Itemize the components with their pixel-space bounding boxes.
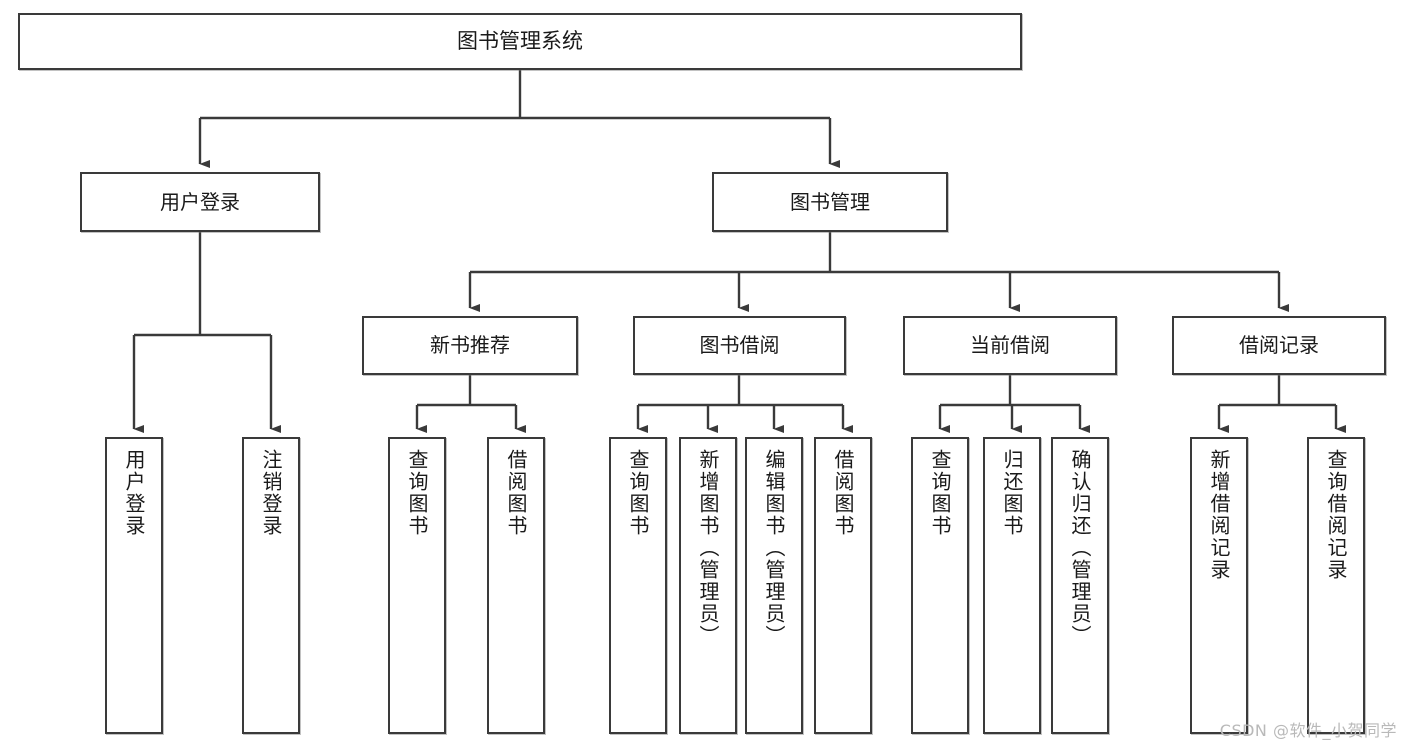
node-new-book-recommend[interactable]: 新书推荐 [362, 316, 578, 375]
node-label: 当前借阅 [970, 333, 1050, 358]
leaf-add-borrow-record[interactable]: 新增借阅记录 [1190, 437, 1248, 734]
node-label: 借阅图书 [504, 449, 528, 537]
node-user-login[interactable]: 用户登录 [80, 172, 320, 232]
leaf-edit-book-admin[interactable]: 编辑图书（管理员） [745, 437, 803, 734]
node-label: 用户登录 [160, 189, 240, 214]
node-label: 确认归还（管理员） [1068, 449, 1092, 647]
node-current-borrow[interactable]: 当前借阅 [903, 316, 1117, 375]
node-label: 图书管理 [790, 189, 870, 214]
node-label: 借阅记录 [1239, 333, 1319, 358]
node-label: 编辑图书（管理员） [762, 449, 786, 647]
node-label: 新书推荐 [430, 333, 510, 358]
csdn-watermark: CSDN @软件_小贺同学 [1219, 721, 1397, 740]
node-book-borrow[interactable]: 图书借阅 [633, 316, 846, 375]
node-label: 查询图书 [626, 449, 650, 537]
node-label: 图书借阅 [699, 333, 780, 358]
leaf-return-book[interactable]: 归还图书 [983, 437, 1041, 734]
leaf-logout[interactable]: 注销登录 [242, 437, 300, 734]
node-label: 图书管理系统 [457, 28, 583, 53]
node-root[interactable]: 图书管理系统 [18, 13, 1022, 70]
node-borrow-records[interactable]: 借阅记录 [1172, 316, 1386, 375]
leaf-add-book-admin[interactable]: 新增图书（管理员） [679, 437, 737, 734]
node-label: 借阅图书 [831, 449, 855, 537]
node-label: 查询图书 [928, 449, 952, 537]
node-label: 新增借阅记录 [1207, 449, 1231, 581]
node-label: 归还图书 [1000, 449, 1024, 537]
node-label: 查询图书 [405, 449, 429, 537]
leaf-user-login[interactable]: 用户登录 [105, 437, 163, 734]
node-book-management[interactable]: 图书管理 [712, 172, 948, 232]
leaf-confirm-return-admin[interactable]: 确认归还（管理员） [1051, 437, 1109, 734]
leaf-query-borrow-record[interactable]: 查询借阅记录 [1307, 437, 1365, 734]
leaf-query-books-current[interactable]: 查询图书 [911, 437, 969, 734]
leaf-query-books-recommend[interactable]: 查询图书 [388, 437, 446, 734]
node-label: 查询借阅记录 [1324, 449, 1348, 581]
node-label: 用户登录 [122, 449, 146, 537]
leaf-borrow-books-recommend[interactable]: 借阅图书 [487, 437, 545, 734]
node-label: 注销登录 [259, 449, 283, 537]
node-label: 新增图书（管理员） [696, 449, 720, 647]
leaf-lend-book[interactable]: 借阅图书 [814, 437, 872, 734]
leaf-query-books-borrow[interactable]: 查询图书 [609, 437, 667, 734]
